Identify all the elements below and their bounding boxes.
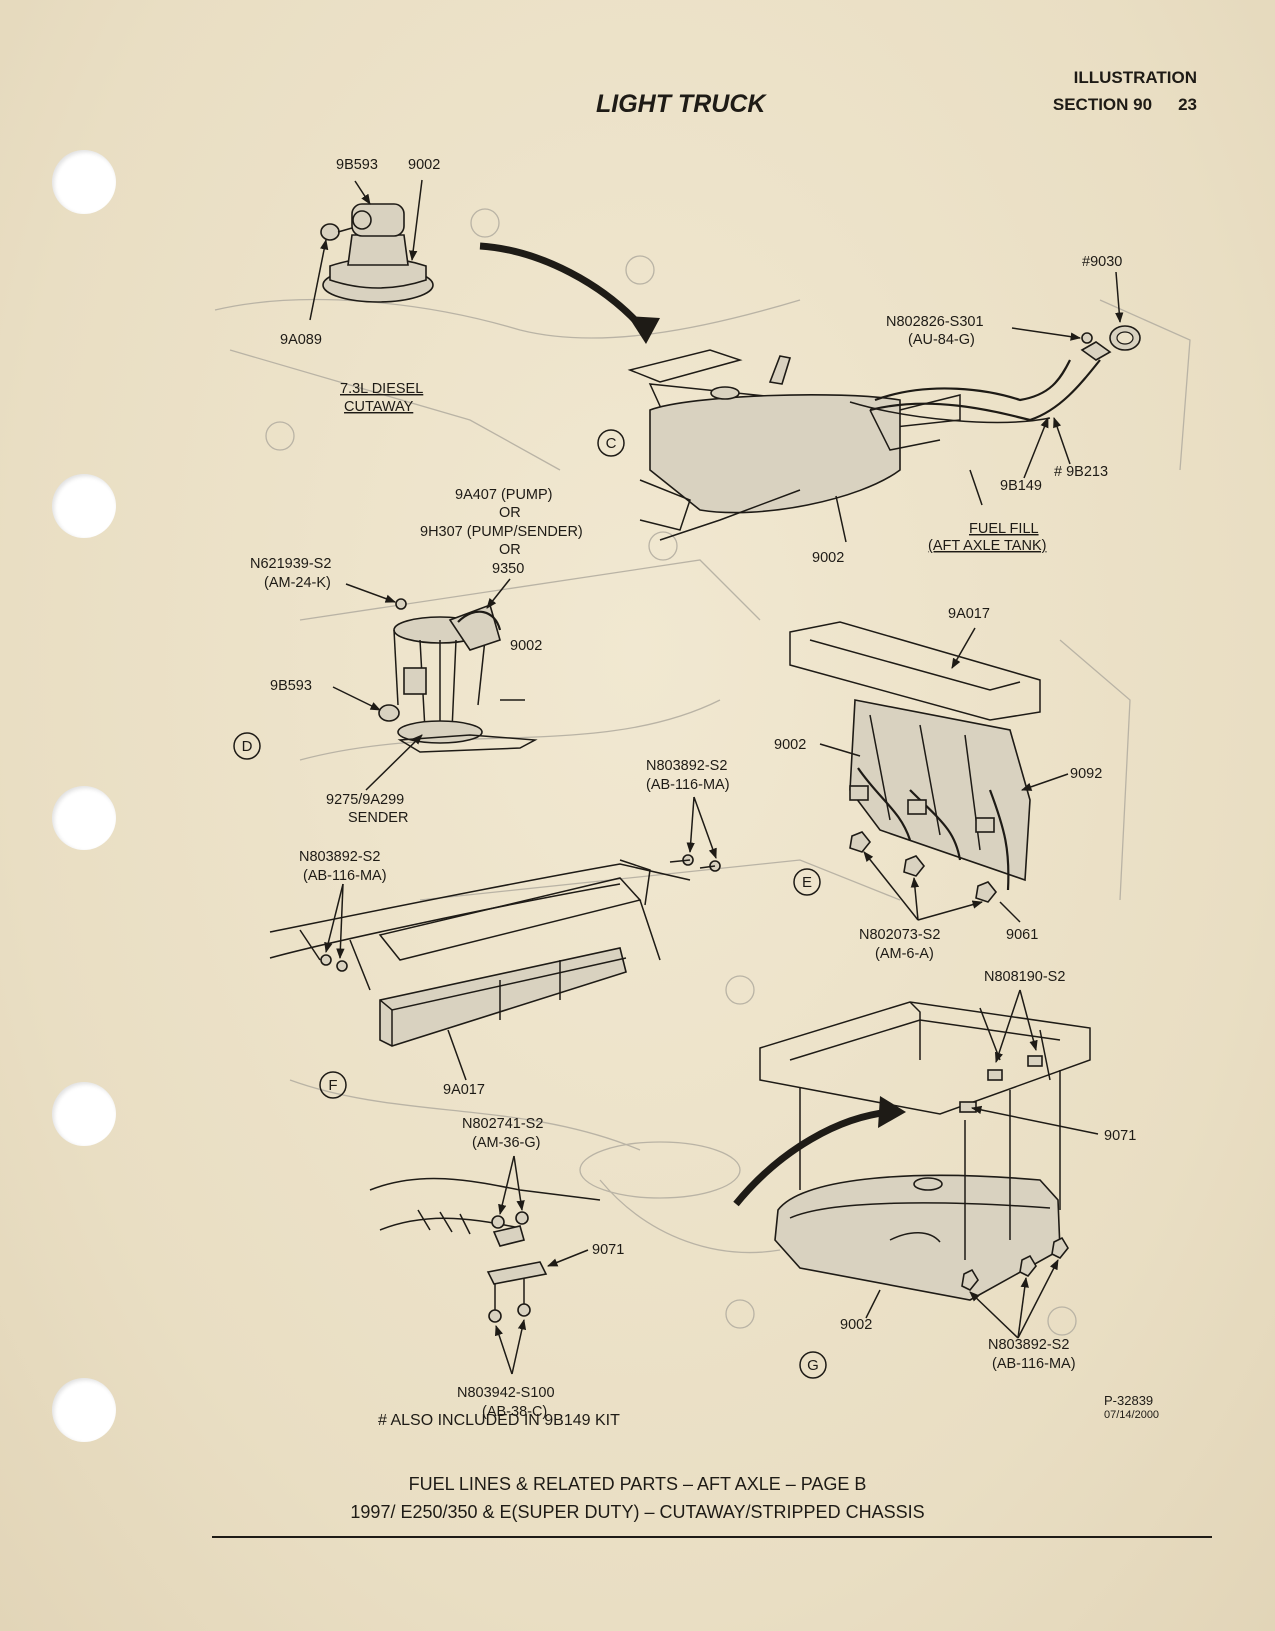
label-f-bolt-1: N803892-S2 bbox=[299, 849, 380, 865]
label-d-opt3: 9350 bbox=[492, 561, 524, 577]
footer-title: FUEL LINES & RELATED PARTS – AFT AXLE – … bbox=[408, 1474, 867, 1494]
drawing-number: P-32839 bbox=[1104, 1393, 1154, 1408]
binder-hole bbox=[52, 150, 116, 214]
label-c-fill-2: (AFT AXLE TANK) bbox=[928, 538, 1046, 554]
label-c-screw-2: (AU-84-G) bbox=[908, 332, 975, 348]
view-callout-c: C bbox=[597, 429, 625, 457]
kit-footnote: # ALSO INCLUDED IN 9B149 KIT bbox=[378, 1412, 620, 1429]
binder-hole bbox=[52, 1082, 116, 1146]
svg-text:E: E bbox=[802, 874, 812, 891]
view-g-arrow bbox=[733, 1108, 893, 1207]
label-g-bracket-left: 9071 bbox=[592, 1242, 624, 1258]
label-c-pipe: # 9B213 bbox=[1054, 464, 1108, 480]
svg-text:G: G bbox=[807, 1357, 819, 1374]
view-callout-e: E bbox=[793, 868, 821, 896]
label-c-pump-top: 9B593 bbox=[336, 157, 378, 173]
view-g-arrow-head bbox=[878, 1096, 906, 1128]
view-d-pump-sender bbox=[332, 578, 538, 791]
page-title: LIGHT TRUCK bbox=[596, 90, 766, 118]
label-f-crossmember: 9A017 bbox=[443, 1082, 485, 1098]
header-section: SECTION 90 bbox=[1052, 95, 1153, 114]
label-c-pump-tank: 9002 bbox=[408, 157, 440, 173]
label-g-bolt-right-1: N803892-S2 bbox=[988, 1337, 1069, 1353]
footer-rule bbox=[212, 1536, 1212, 1538]
svg-text:C: C bbox=[606, 435, 617, 452]
label-e-bracket: 9061 bbox=[1006, 927, 1038, 943]
label-c-tank: 9002 bbox=[812, 550, 844, 566]
label-c-cap: #9030 bbox=[1082, 254, 1122, 270]
view-callout-f: F bbox=[319, 1071, 347, 1099]
label-e-tank: 9002 bbox=[774, 737, 806, 753]
view-g-tank-install bbox=[759, 989, 1099, 1339]
view-c-tank-frame bbox=[627, 271, 1141, 543]
label-g-nut-left-2: (AM-36-G) bbox=[472, 1135, 540, 1151]
binder-hole bbox=[52, 474, 116, 538]
drawing-date: 07/14/2000 bbox=[1104, 1409, 1160, 1421]
label-c-cutaway-1: 7.3L DIESEL bbox=[340, 381, 423, 397]
label-c-fill-1: FUEL FILL bbox=[969, 521, 1039, 537]
label-c-screw-1: N802826-S301 bbox=[886, 314, 984, 330]
label-e-bolt-1: N803892-S2 bbox=[646, 758, 727, 774]
label-d-opt1: 9A407 (PUMP) bbox=[455, 487, 553, 503]
view-c-pump-cutaway bbox=[309, 179, 434, 321]
view-g-bracket-detail bbox=[369, 1155, 601, 1375]
label-e-bolt-2: (AB-116-MA) bbox=[646, 777, 730, 793]
label-c-hose: 9B149 bbox=[1000, 478, 1042, 494]
view-callout-d: D bbox=[233, 732, 261, 760]
label-d-tank: 9002 bbox=[510, 638, 542, 654]
label-g-nut-top: N808190-S2 bbox=[984, 969, 1065, 985]
label-g-bolt-left-2: (AB-38-C) bbox=[482, 1404, 547, 1420]
view-c-arrow bbox=[479, 242, 649, 335]
svg-text:D: D bbox=[242, 738, 253, 755]
binder-hole bbox=[52, 1378, 116, 1442]
label-d-opt2: 9H307 (PUMP/SENDER) bbox=[420, 524, 583, 540]
view-c-arrow-head bbox=[628, 316, 660, 344]
label-d-or1: OR bbox=[499, 505, 521, 521]
header-page-number: 23 bbox=[1178, 95, 1197, 114]
footer-subtitle: 1997/ E250/350 & E(SUPER DUTY) – CUTAWAY… bbox=[350, 1502, 925, 1522]
label-d-or2: OR bbox=[499, 542, 521, 558]
page-header: ILLUSTRATION SECTION 90 23 bbox=[1053, 64, 1197, 118]
bleed-through-ghost bbox=[214, 208, 1191, 1336]
svg-text:F: F bbox=[328, 1077, 337, 1094]
label-g-bracket-right: 9071 bbox=[1104, 1128, 1136, 1144]
label-d-sender-1: 9275/9A299 bbox=[326, 792, 404, 808]
label-g-bolt-left-1: N803942-S100 bbox=[457, 1385, 555, 1401]
label-f-bolt-2: (AB-116-MA) bbox=[303, 868, 387, 884]
label-e-nut-1: N802073-S2 bbox=[859, 927, 940, 943]
label-c-cutaway-2: CUTAWAY bbox=[344, 399, 414, 415]
header-category: ILLUSTRATION bbox=[1073, 68, 1197, 87]
view-f-crossmember bbox=[269, 796, 721, 1081]
label-e-nut-2: (AM-6-A) bbox=[875, 946, 934, 962]
label-e-strap: 9092 bbox=[1070, 766, 1102, 782]
label-d-nut-2: (AM-24-K) bbox=[264, 575, 331, 591]
drawing-number-block: P-32839 07/14/2000 bbox=[1104, 1394, 1159, 1422]
view-e-tank-straps bbox=[789, 621, 1069, 923]
binder-hole bbox=[52, 786, 116, 850]
view-callout-g: G bbox=[799, 1351, 827, 1379]
label-e-crossmember: 9A017 bbox=[948, 606, 990, 622]
label-c-pump-side: 9A089 bbox=[280, 332, 322, 348]
label-d-valve: 9B593 bbox=[270, 678, 312, 694]
label-g-nut-left-1: N802741-S2 bbox=[462, 1116, 543, 1132]
label-g-tank: 9002 bbox=[840, 1317, 872, 1333]
label-d-nut-1: N621939-S2 bbox=[250, 556, 331, 572]
label-d-sender-2: SENDER bbox=[348, 810, 408, 826]
label-g-bolt-right-2: (AB-116-MA) bbox=[992, 1356, 1076, 1372]
